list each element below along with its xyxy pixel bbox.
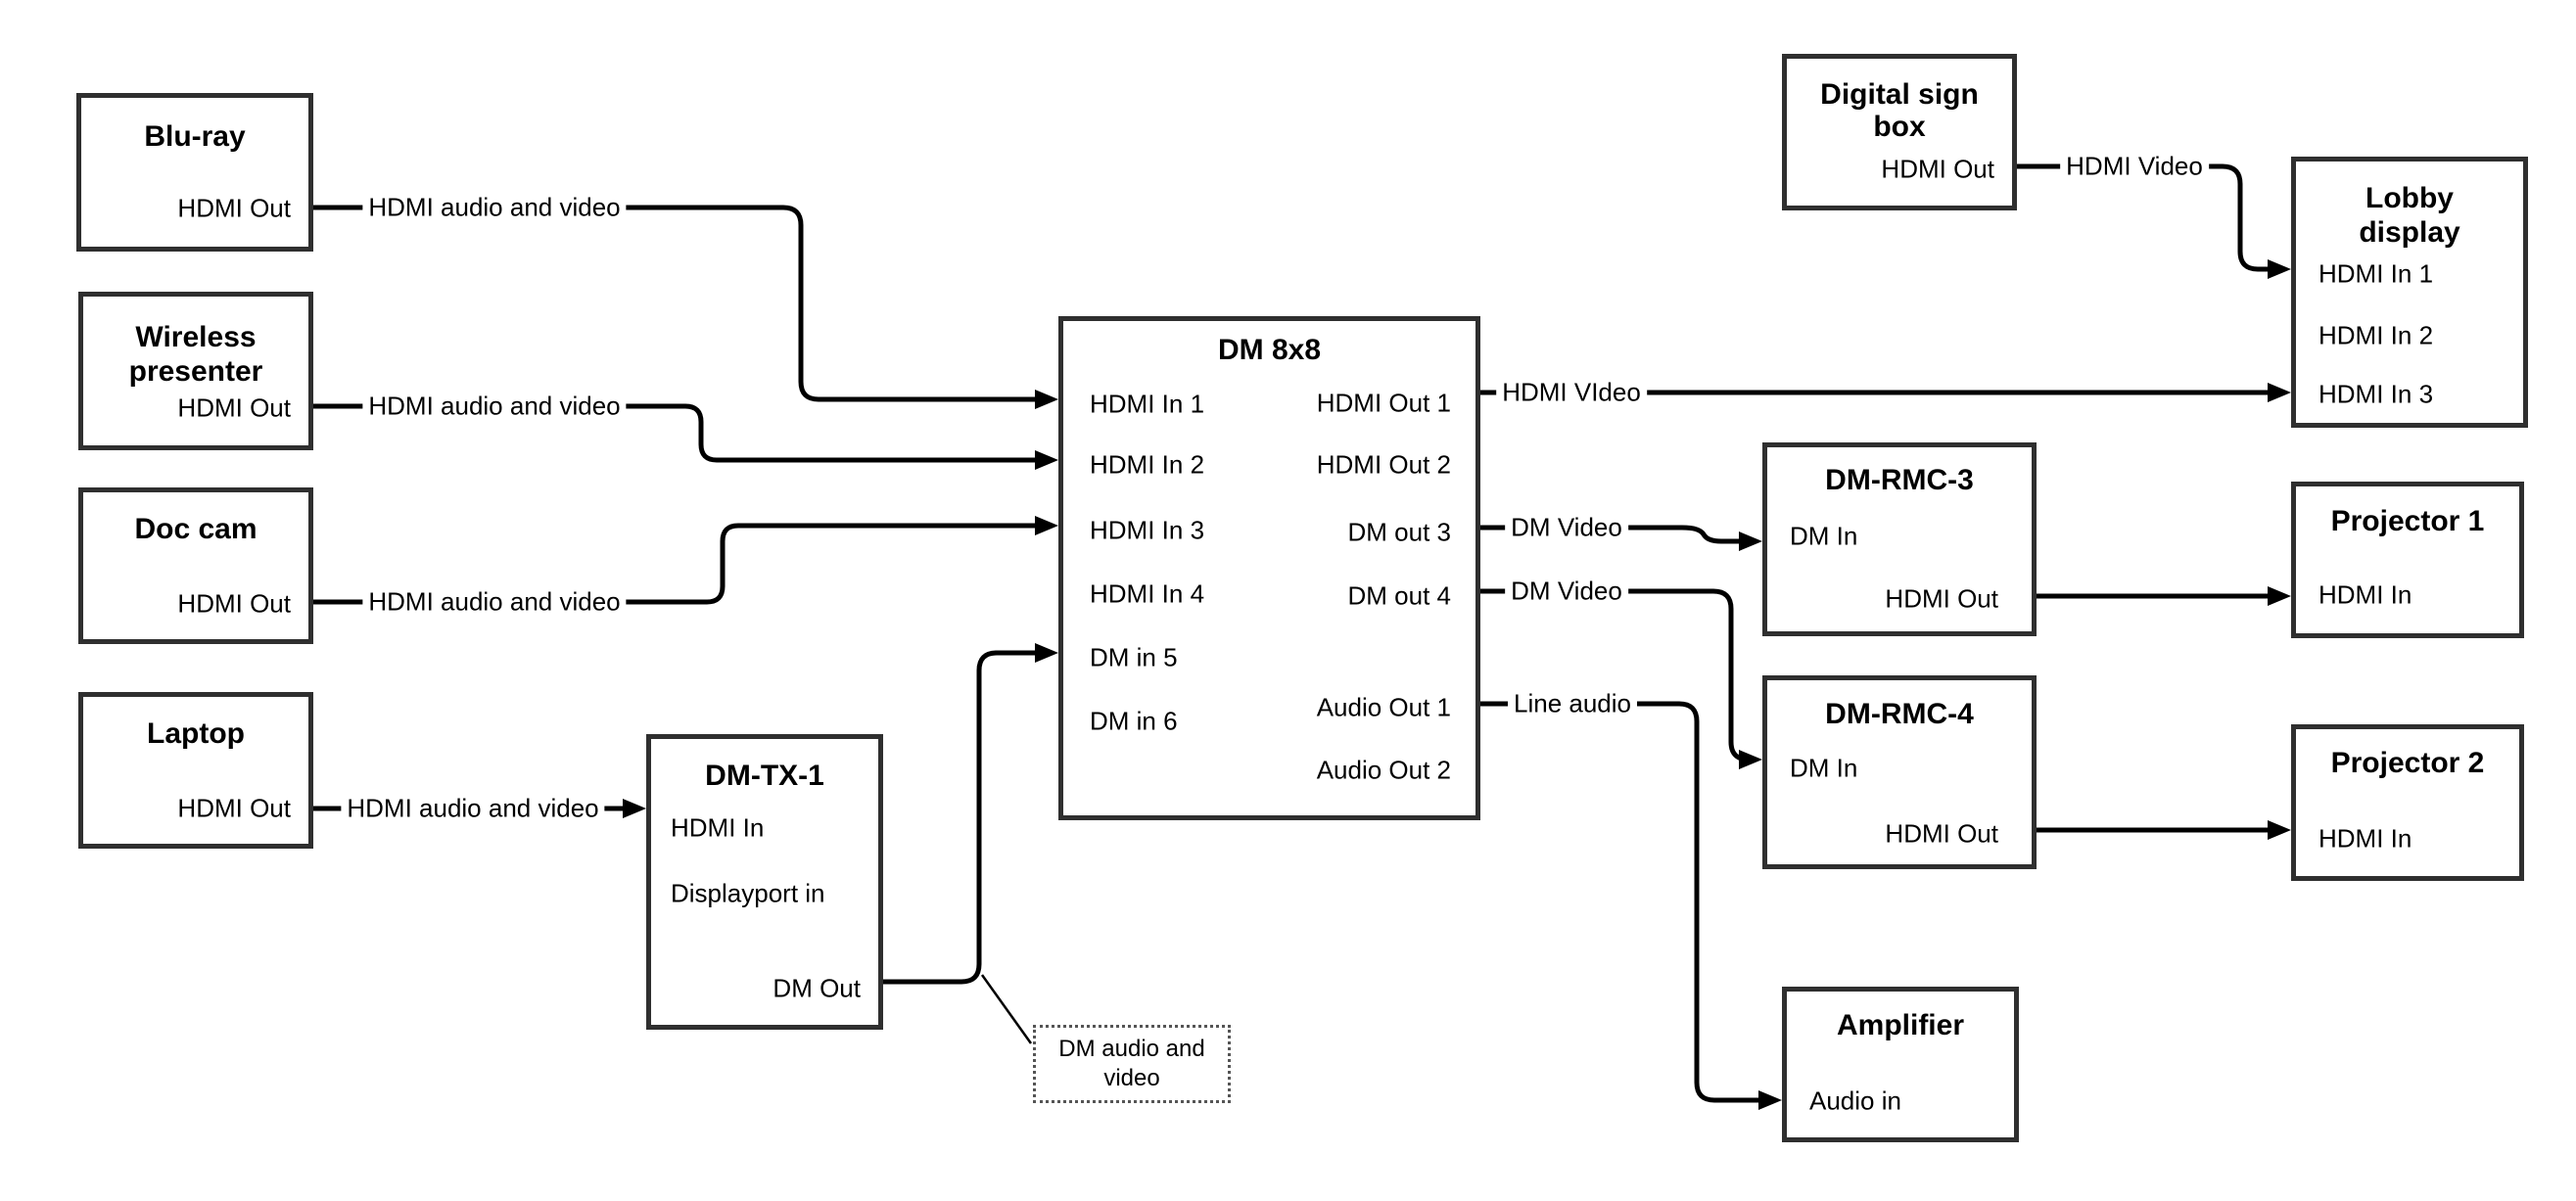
port-dm8x8-hdmi-in-4: HDMI In 4	[1090, 578, 1205, 609]
node-amplifier: Amplifier Audio in	[1782, 987, 2019, 1142]
port-proj1-hdmi-in: HDMI In	[2318, 579, 2412, 610]
arrow-into-lobby-in3	[2268, 383, 2291, 402]
node-proj2: Projector 2 HDMI In	[2291, 724, 2524, 881]
port-dm8x8-hdmi-out-2: HDMI Out 2	[1316, 449, 1451, 480]
node-bluray-title: Blu-ray	[144, 120, 246, 153]
arrow-into-rmc4	[1739, 750, 1762, 769]
wire-label-dm-out-4: DM Video	[1505, 575, 1628, 608]
port-dm8x8-hdmi-in-3: HDMI In 3	[1090, 515, 1205, 545]
arrow-into-dm8x8-in2	[1035, 450, 1058, 470]
node-dm8x8-title: DM 8x8	[1217, 334, 1322, 366]
wire-label-doccam: HDMI audio and video	[362, 585, 627, 619]
port-amplifier-audio-in: Audio in	[1809, 1086, 1901, 1116]
port-laptop-hdmi-out: HDMI Out	[177, 793, 291, 823]
wire-label-audio-out-1: Line audio	[1508, 687, 1637, 720]
node-doccam-title: Doc cam	[134, 513, 258, 545]
port-rmc3-dm-in: DM In	[1790, 521, 1858, 551]
callout-line2: video	[1103, 1065, 1160, 1091]
node-digital-sign-title-line2: box	[1873, 111, 1926, 143]
port-dm8x8-hdmi-in-1: HDMI In 1	[1090, 389, 1205, 419]
node-lobby-title-line1: Lobby	[2365, 182, 2454, 214]
wire-label-digital-sign: HDMI Video	[2060, 150, 2209, 183]
node-laptop-title: Laptop	[147, 717, 245, 750]
port-dm8x8-audio-out-1: Audio Out 1	[1316, 692, 1451, 722]
node-rmc4: DM-RMC-4 DM In HDMI Out	[1762, 675, 2037, 869]
wire-dmtx1-to-dm8x8	[883, 650, 1037, 985]
port-dm8x8-audio-out-2: Audio Out 2	[1316, 755, 1451, 785]
port-rmc4-hdmi-out: HDMI Out	[1885, 818, 1998, 849]
node-rmc3: DM-RMC-3 DM In HDMI Out	[1762, 442, 2037, 636]
port-dm8x8-dm-in-5: DM in 5	[1090, 642, 1178, 672]
node-dm8x8: DM 8x8 HDMI In 1 HDMI In 2 HDMI In 3 HDM…	[1058, 316, 1480, 820]
port-dm8x8-dm-in-6: DM in 6	[1090, 706, 1178, 736]
port-dmtx1-hdmi-in: HDMI In	[671, 812, 765, 843]
wire-label-dm-out-3: DM Video	[1505, 511, 1628, 544]
node-laptop: Laptop HDMI Out	[78, 692, 313, 849]
arrow-into-dm8x8-in1	[1035, 390, 1058, 409]
port-proj2-hdmi-in: HDMI In	[2318, 823, 2412, 854]
callout-dm-audio-and-video: DM audio and video	[1033, 1025, 1231, 1103]
port-dm8x8-dm-out-3: DM out 3	[1347, 517, 1452, 547]
callout-leader-line	[980, 974, 1033, 1044]
arrow-into-proj2	[2268, 820, 2291, 840]
node-doccam: Doc cam HDMI Out	[78, 487, 313, 644]
port-dmtx1-displayport-in: Displayport in	[671, 878, 825, 908]
wire-label-hdmi-out-1: HDMI VIdeo	[1496, 376, 1647, 409]
node-bluray: Blu-ray HDMI Out	[76, 93, 313, 252]
port-dm8x8-hdmi-in-2: HDMI In 2	[1090, 449, 1205, 480]
port-dmtx1-dm-out: DM Out	[773, 973, 861, 1003]
port-wireless-hdmi-out: HDMI Out	[177, 393, 291, 423]
wire-label-bluray: HDMI audio and video	[362, 191, 627, 224]
port-dm8x8-hdmi-out-1: HDMI Out 1	[1316, 388, 1451, 418]
node-proj1: Projector 1 HDMI In	[2291, 482, 2524, 638]
node-dmtx1: DM-TX-1 HDMI In Displayport in DM Out	[646, 734, 883, 1030]
arrow-into-rmc3	[1739, 531, 1762, 551]
arrow-into-proj1	[2268, 586, 2291, 606]
callout-line1: DM audio and	[1058, 1036, 1205, 1062]
node-wireless-title-line1: Wireless	[135, 321, 257, 353]
wire-dm8x8-to-rmc3	[1480, 525, 1741, 544]
wire-digitalsign-to-lobby	[2017, 163, 2270, 272]
node-digital-sign-box: Digital sign box HDMI Out	[1782, 54, 2017, 210]
node-proj1-title: Projector 1	[2330, 505, 2485, 537]
wire-dm8x8-to-amp	[1480, 701, 1760, 1103]
port-rmc4-dm-in: DM In	[1790, 753, 1858, 783]
arrow-into-dm8x8-in5	[1035, 643, 1058, 663]
node-wireless-presenter: Wireless presenter HDMI Out	[78, 292, 313, 450]
arrow-into-dm8x8-in3	[1035, 516, 1058, 535]
port-dm8x8-dm-out-4: DM out 4	[1347, 580, 1452, 611]
wire-wireless-to-dm8x8	[313, 403, 1037, 463]
node-digital-sign-title-line1: Digital sign	[1820, 78, 1979, 111]
node-amplifier-title: Amplifier	[1836, 1009, 1965, 1041]
wire-label-laptop: HDMI audio and video	[341, 792, 605, 825]
arrow-into-amp	[1758, 1090, 1782, 1110]
node-rmc3-title: DM-RMC-3	[1825, 464, 1974, 496]
wire-label-wireless: HDMI audio and video	[362, 390, 627, 423]
port-doccam-hdmi-out: HDMI Out	[177, 588, 291, 619]
wire-bluray-to-dm8x8	[313, 205, 1037, 402]
port-lobby-hdmi-in-3: HDMI In 3	[2318, 379, 2434, 409]
port-bluray-hdmi-out: HDMI Out	[177, 193, 291, 223]
arrowheads	[623, 259, 2291, 1110]
arrow-into-lobby-in1	[2268, 259, 2291, 279]
arrow-into-dmtx1	[623, 799, 646, 818]
node-proj2-title: Projector 2	[2330, 747, 2485, 779]
node-lobby-display: Lobby display HDMI In 1 HDMI In 2 HDMI I…	[2291, 157, 2528, 428]
node-wireless-title-line2: presenter	[128, 355, 263, 388]
node-dmtx1-title: DM-TX-1	[705, 760, 824, 792]
port-lobby-hdmi-in-1: HDMI In 1	[2318, 258, 2434, 289]
wire-doccam-to-dm8x8	[313, 523, 1037, 605]
port-rmc3-hdmi-out: HDMI Out	[1885, 583, 1998, 614]
node-rmc4-title: DM-RMC-4	[1825, 698, 1974, 730]
wire-dm8x8-to-rmc4	[1480, 588, 1750, 762]
port-lobby-hdmi-in-2: HDMI In 2	[2318, 320, 2434, 350]
node-lobby-title-line2: display	[2359, 216, 2460, 249]
port-digital-sign-hdmi-out: HDMI Out	[1881, 154, 1994, 184]
